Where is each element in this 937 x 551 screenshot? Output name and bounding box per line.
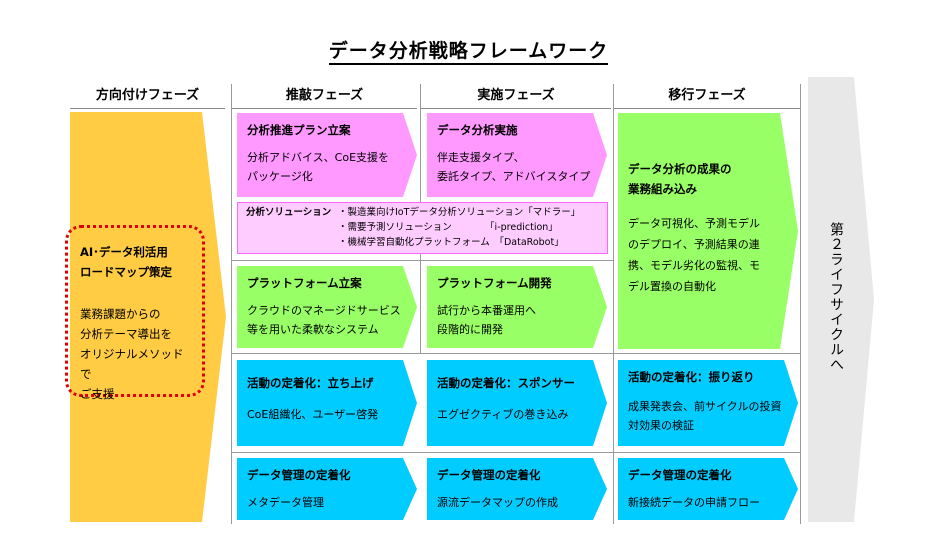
phase-direction: 方向付けフェーズ: [70, 84, 225, 109]
activity-launch-line1: CoE組織化、ユーザー啓発: [247, 408, 379, 421]
roadmap-heading-line2: ロードマップ策定: [80, 265, 172, 279]
grid-divider-3: [613, 84, 614, 524]
integration-line1: データ可視化、予測モデル: [628, 217, 760, 230]
solutions-label: 分析ソリューション: [246, 207, 332, 218]
next-cycle-label: 第２ライフサイクルへ: [828, 222, 844, 372]
platform-plan-heading: プラットフォーム立案: [247, 276, 362, 290]
data-mgmt-source-heading: データ管理の定着化: [437, 468, 541, 482]
activity-review-heading: 活動の定着化：振り返り: [628, 370, 755, 384]
data-mgmt-new-heading: データ管理の定着化: [628, 468, 732, 482]
solutions-list: ・製造業向けIoTデータ分析ソリューション「マドラー」 ・需要予測ソリューション…: [338, 205, 580, 250]
integration-line3: 携、モデル劣化の監視、モ: [628, 259, 760, 272]
analysis-arrow: データ分析実施 伴走支援タイプ、 委託タイプ、アドバイスタイプ: [427, 113, 607, 197]
activity-sponsor-heading: 活動の定着化：スポンサー: [437, 376, 575, 390]
data-mgmt-new-line1: 新接続データの申請フロー: [628, 496, 760, 509]
roadmap-heading-line1: AI･データ利活用: [80, 245, 168, 259]
page-title: データ分析戦略フレームワーク: [0, 36, 937, 65]
activity-launch-heading: 活動の定着化：立ち上げ: [247, 376, 374, 390]
roadmap-body-line1: 業務課題からの: [80, 307, 161, 321]
data-mgmt-new-arrow: データ管理の定着化 新接続データの申請フロー: [618, 458, 798, 520]
phase-elaboration: 推敲フェーズ: [232, 84, 417, 109]
integration-heading: データ分析の成果の 業務組み込み: [628, 159, 776, 199]
activity-review-line1: 成果発表会、前サイクルの投資: [628, 400, 782, 413]
analysis-line1: 伴走支援タイプ、: [437, 151, 525, 164]
activity-review-arrow: 活動の定着化：振り返り 成果発表会、前サイクルの投資 対効果の検証: [618, 360, 798, 446]
platform-dev-line2: 段階的に開発: [437, 323, 503, 336]
platform-plan-line2: 等を用いた柔軟なシステム: [247, 323, 379, 336]
phase-execution: 実施フェーズ: [421, 84, 611, 109]
grid-divider-1: [231, 84, 232, 524]
plan-line2: パッケージ化: [247, 170, 313, 183]
direction-arrow: [70, 112, 226, 522]
grid-row-line-2: [231, 353, 801, 354]
grid-row-line-1: [231, 260, 613, 261]
phase-transition: 移行フェーズ: [614, 84, 800, 109]
activity-sponsor-arrow: 活動の定着化：スポンサー エグゼクティブの巻き込み: [427, 360, 607, 446]
roadmap-body-line2: 分析テーマ導出を: [80, 327, 172, 341]
data-mgmt-meta-heading: データ管理の定着化: [247, 468, 351, 482]
analysis-heading: データ分析実施: [437, 123, 518, 137]
platform-dev-heading: プラットフォーム開発: [437, 276, 552, 290]
data-mgmt-source-arrow: データ管理の定着化 源流データマップの作成: [427, 458, 607, 520]
platform-plan-arrow: プラットフォーム立案 クラウドのマネージドサービス 等を用いた柔軟なシステム: [237, 266, 417, 348]
integration-line4: デル置換の自動化: [628, 280, 716, 293]
grid-row-line-3: [231, 452, 801, 453]
activity-launch-arrow: 活動の定着化：立ち上げ CoE組織化、ユーザー啓発: [237, 360, 417, 446]
solutions-box: 分析ソリューション ・製造業向けIoTデータ分析ソリューション「マドラー」 ・需…: [237, 202, 608, 254]
activity-sponsor-line1: エグゼクティブの巻き込み: [437, 408, 569, 421]
analysis-line2: 委託タイプ、アドバイスタイプ: [437, 170, 591, 183]
plan-heading: 分析推進プラン立案: [247, 123, 351, 137]
roadmap-heading: AI･データ利活用 ロードマップ策定: [80, 242, 190, 282]
roadmap-box: AI･データ利活用 ロードマップ策定 業務課題からの 分析テーマ導出を オリジナ…: [65, 225, 205, 401]
platform-dev-line1: 試行から本番運用へ: [437, 304, 536, 317]
integration-heading-line2: 業務組み込み: [628, 182, 697, 196]
solution-item: ・機械学習自動化プラットフォーム 「DataRobot」: [338, 237, 564, 248]
integration-heading-line1: データ分析の成果の: [628, 162, 732, 176]
plan-line1: 分析アドバイス、CoE支援を: [247, 151, 390, 164]
platform-plan-line1: クラウドのマネージドサービス: [247, 304, 401, 317]
grid-divider-4: [800, 84, 801, 524]
data-mgmt-meta-line1: メタデータ管理: [247, 496, 324, 509]
data-mgmt-source-line1: 源流データマップの作成: [437, 496, 558, 509]
title-text: データ分析戦略フレームワーク: [328, 40, 609, 65]
plan-arrow: 分析推進プラン立案 分析アドバイス、CoE支援を パッケージ化: [237, 113, 417, 197]
platform-dev-arrow: プラットフォーム開発 試行から本番運用へ 段階的に開発: [427, 266, 607, 348]
integration-arrow: データ分析の成果の 業務組み込み データ可視化、予測モデル のデプロイ、予測結果…: [618, 113, 798, 349]
activity-review-line2: 対効果の検証: [628, 419, 694, 432]
roadmap-body-line3: オリジナルメソッドで: [80, 347, 184, 381]
solution-item: ・製造業向けIoTデータ分析ソリューション「マドラー」: [338, 207, 581, 218]
roadmap-body-line4: ご支援: [80, 387, 115, 401]
solution-item: ・需要予測ソリューション 「i-prediction」: [338, 222, 558, 233]
integration-line2: のデプロイ、予測結果の連: [628, 238, 760, 251]
data-mgmt-meta-arrow: データ管理の定着化 メタデータ管理: [237, 458, 417, 520]
